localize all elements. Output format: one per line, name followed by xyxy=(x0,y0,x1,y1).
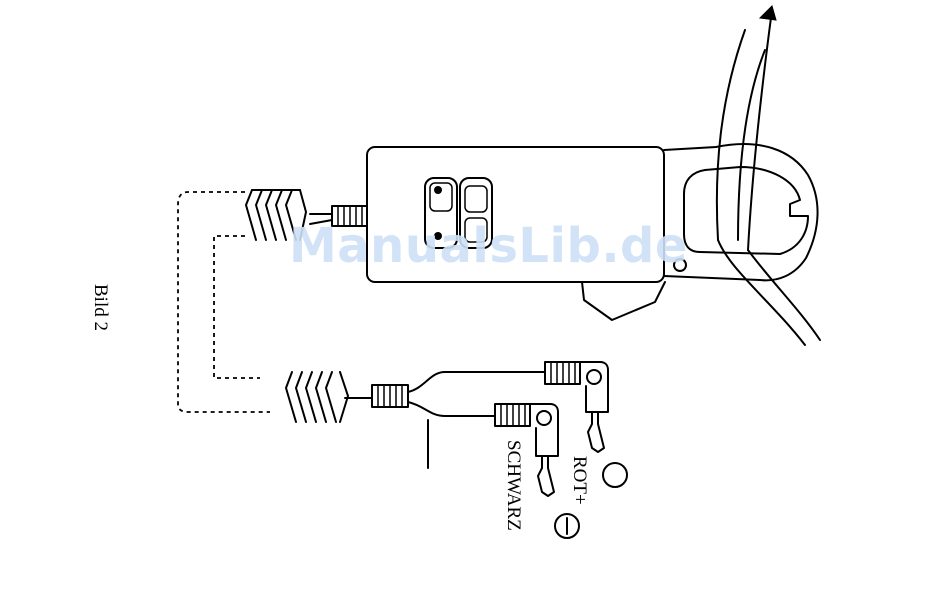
figure-label: Bild 2 xyxy=(89,284,111,331)
watermark: ManualsLib.de xyxy=(289,218,688,274)
circle-minus-icon xyxy=(555,514,579,538)
dashed-connection xyxy=(178,192,270,412)
conductor xyxy=(717,6,820,345)
black-lead-label: SCHWARZ xyxy=(502,440,524,531)
red-plug xyxy=(545,362,608,452)
red-lead-label: ROT+ xyxy=(568,456,590,505)
circle-plus-icon xyxy=(603,463,627,487)
